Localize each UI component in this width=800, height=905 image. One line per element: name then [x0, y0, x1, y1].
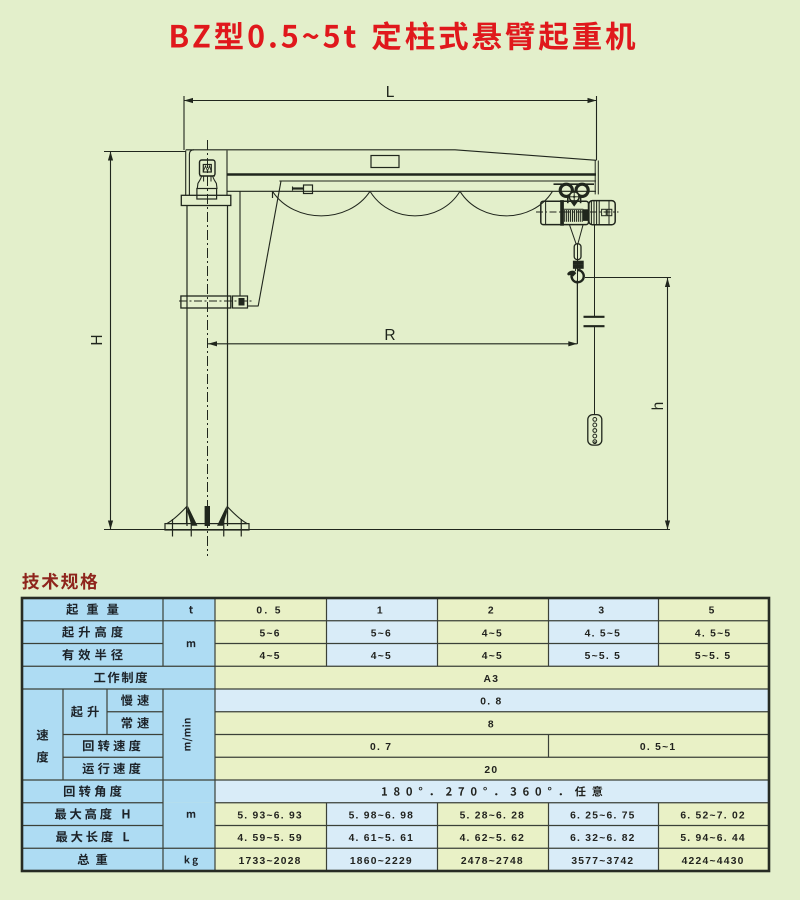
svg-text:4~5: 4~5 — [260, 651, 281, 662]
svg-text:4224~4430: 4224~4430 — [682, 856, 745, 867]
svg-text:4. 59~5. 59: 4. 59~5. 59 — [237, 833, 303, 844]
svg-text:20: 20 — [484, 765, 498, 776]
svg-text:H: H — [89, 334, 106, 345]
svg-text:5: 5 — [709, 606, 717, 617]
svg-text:1: 1 — [377, 606, 385, 617]
svg-text:4. 62~5. 62: 4. 62~5. 62 — [460, 833, 526, 844]
svg-text:0. 5: 0. 5 — [256, 606, 282, 617]
svg-text:0. 8: 0. 8 — [480, 697, 502, 708]
svg-text:6. 25~6. 75: 6. 25~6. 75 — [570, 810, 636, 821]
svg-text:8: 8 — [488, 719, 495, 730]
svg-text:0. 5~1: 0. 5~1 — [640, 742, 676, 753]
svg-text:5~6: 5~6 — [371, 628, 392, 639]
svg-text:2478~2748: 2478~2748 — [461, 856, 524, 867]
svg-text:5~5. 5: 5~5. 5 — [695, 651, 731, 662]
svg-text:1733~2028: 1733~2028 — [239, 856, 302, 867]
svg-text:6. 52~7. 02: 6. 52~7. 02 — [680, 810, 746, 821]
svg-text:3577~3742: 3577~3742 — [571, 856, 634, 867]
svg-text:5. 98~6. 98: 5. 98~6. 98 — [349, 810, 415, 821]
svg-text:h: h — [650, 402, 667, 411]
svg-text:5. 94~6. 44: 5. 94~6. 44 — [680, 833, 746, 844]
svg-text:3: 3 — [598, 606, 606, 617]
svg-text:A3: A3 — [484, 674, 500, 685]
svg-text:R: R — [384, 327, 395, 344]
svg-text:4~5: 4~5 — [482, 651, 503, 662]
svg-text:5. 28~6. 28: 5. 28~6. 28 — [460, 810, 526, 821]
svg-text:0. 7: 0. 7 — [370, 742, 392, 753]
svg-text:6. 32~6. 82: 6. 32~6. 82 — [570, 833, 636, 844]
svg-text:4. 61~5. 61: 4. 61~5. 61 — [349, 833, 415, 844]
svg-text:L: L — [386, 84, 395, 101]
svg-text:4~5: 4~5 — [371, 651, 392, 662]
svg-text:1860~2229: 1860~2229 — [350, 856, 413, 867]
svg-text:4. 5~5: 4. 5~5 — [695, 628, 731, 639]
svg-text:5. 93~6. 93: 5. 93~6. 93 — [237, 810, 303, 821]
svg-text:5~5. 5: 5~5. 5 — [585, 651, 621, 662]
svg-text:4~5: 4~5 — [482, 628, 503, 639]
svg-text:5~6: 5~6 — [260, 628, 281, 639]
svg-text:2: 2 — [488, 606, 496, 617]
svg-text:4. 5~5: 4. 5~5 — [585, 628, 621, 639]
